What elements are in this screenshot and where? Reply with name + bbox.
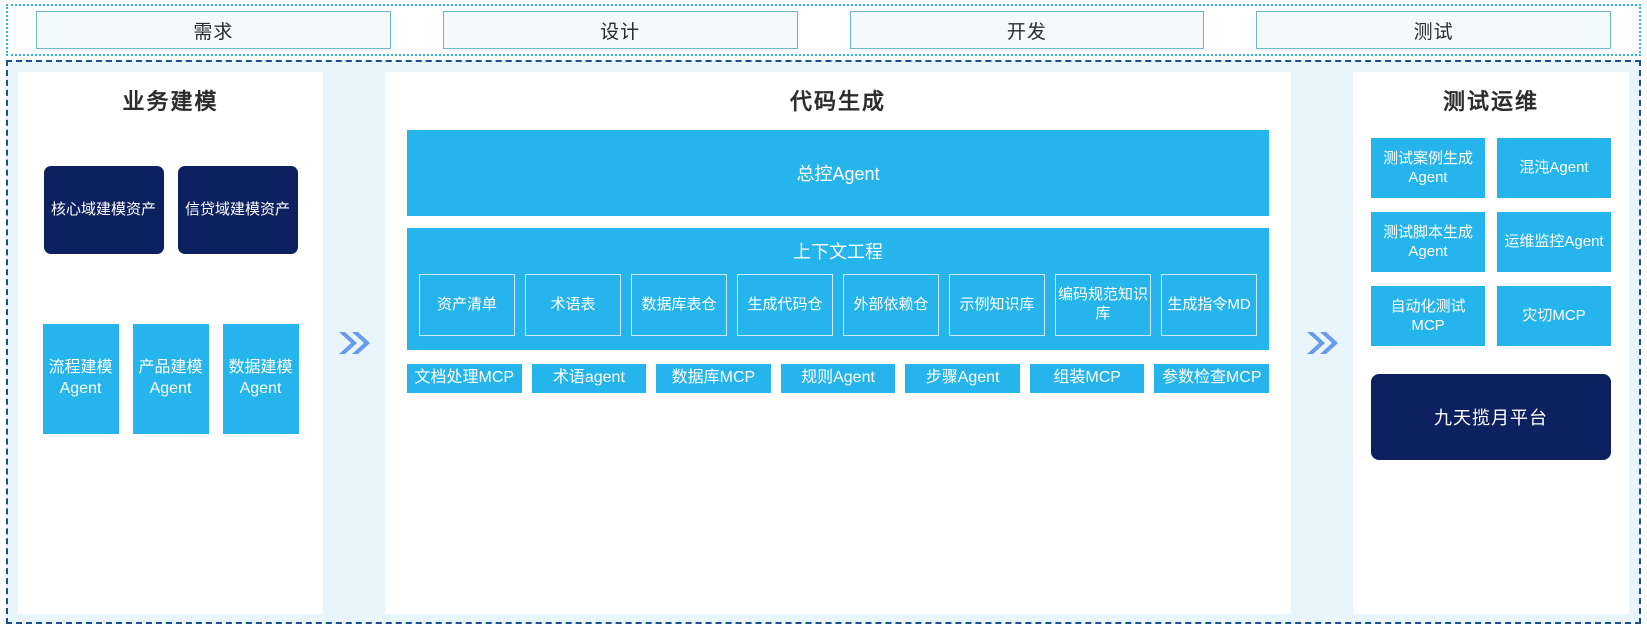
flow-arrow-left <box>323 72 385 614</box>
phase-box-requirements[interactable]: 需求 <box>36 11 391 49</box>
tool-card-glossary-agent[interactable]: 术语agent <box>531 364 647 393</box>
tool-card-row: 文档处理MCP 术语agent 数据库MCP 规则Agent 步骤Agent 组… <box>407 364 1270 393</box>
double-chevron-right-icon <box>339 332 370 354</box>
main-region: 业务建模 核心域建模资产 信贷域建模资产 流程建模Agent 产品建模Agent… <box>6 60 1641 624</box>
test-operations-grid: 测试案例生成Agent 混沌Agent 测试脚本生成Agent 运维监控Agen… <box>1371 138 1611 346</box>
business-modeling-body: 核心域建模资产 信贷域建模资产 流程建模Agent 产品建模Agent 数据建模… <box>18 122 323 434</box>
double-chevron-right-icon <box>1307 332 1338 354</box>
test-operations-body: 测试案例生成Agent 混沌Agent 测试脚本生成Agent 运维监控Agen… <box>1353 122 1629 460</box>
tool-card-assembly-mcp[interactable]: 组装MCP <box>1029 364 1145 393</box>
agent-card-product-modeling[interactable]: 产品建模Agent <box>132 324 209 434</box>
code-generation-body: 总控Agent 上下文工程 资产清单 术语表 数据库表仓 生成代码仓 外部依赖仓… <box>385 122 1291 407</box>
context-item-external-dep-repo[interactable]: 外部依赖仓 <box>843 274 939 336</box>
phase-strip: 需求 设计 开发 测试 <box>6 4 1641 56</box>
test-ops-row: 测试案例生成Agent 混沌Agent <box>1371 138 1611 198</box>
phase-box-testing[interactable]: 测试 <box>1256 11 1611 49</box>
phase-label: 需求 <box>193 21 234 43</box>
agent-card-process-modeling[interactable]: 流程建模Agent <box>42 324 119 434</box>
phase-label: 开发 <box>1006 21 1047 43</box>
phase-label: 测试 <box>1413 21 1454 43</box>
master-control-agent-bar[interactable]: 总控Agent <box>407 130 1269 216</box>
context-item-asset-list[interactable]: 资产清单 <box>419 274 515 336</box>
panel-title-business-modeling: 业务建模 <box>122 89 219 114</box>
asset-card-row: 核心域建模资产 信贷域建模资产 <box>40 166 301 254</box>
context-item-generated-code-repo[interactable]: 生成代码仓 <box>737 274 833 336</box>
card-jiutian-lanyue-platform[interactable]: 九天揽月平台 <box>1371 374 1611 460</box>
panel-test-operations: 测试运维 测试案例生成Agent 混沌Agent 测试脚本生成Agent 运维监… <box>1353 72 1629 614</box>
asset-card-credit-domain[interactable]: 信贷域建模资产 <box>177 166 298 254</box>
card-test-case-generation-agent[interactable]: 测试案例生成Agent <box>1371 138 1485 198</box>
context-item-coding-standard-kb[interactable]: 编码规范知识库 <box>1055 274 1151 336</box>
context-item-row: 资产清单 术语表 数据库表仓 生成代码仓 外部依赖仓 示例知识库 编码规范知识库… <box>419 274 1257 336</box>
context-item-glossary[interactable]: 术语表 <box>525 274 621 336</box>
context-engineering-title: 上下文工程 <box>793 242 883 262</box>
test-ops-row: 测试脚本生成Agent 运维监控Agent <box>1371 212 1611 272</box>
card-test-script-generation-agent[interactable]: 测试脚本生成Agent <box>1371 212 1485 272</box>
panel-title-code-generation: 代码生成 <box>789 89 886 114</box>
card-disaster-switch-mcp[interactable]: 灾切MCP <box>1497 286 1611 346</box>
modeling-agent-row: 流程建模Agent 产品建模Agent 数据建模Agent <box>40 324 301 434</box>
phase-box-development[interactable]: 开发 <box>849 11 1205 49</box>
card-chaos-agent[interactable]: 混沌Agent <box>1497 138 1611 198</box>
panel-business-modeling: 业务建模 核心域建模资产 信贷域建模资产 流程建模Agent 产品建模Agent… <box>18 72 323 614</box>
flow-arrow-right <box>1291 72 1353 614</box>
tool-card-document-processing-mcp[interactable]: 文档处理MCP <box>407 364 522 393</box>
agent-card-data-modeling[interactable]: 数据建模Agent <box>222 324 299 434</box>
phase-label: 设计 <box>600 21 641 43</box>
panel-title-test-operations: 测试运维 <box>1442 89 1539 114</box>
test-ops-row: 自动化测试MCP 灾切MCP <box>1371 286 1611 346</box>
context-item-generation-instruction-md[interactable]: 生成指令MD <box>1161 274 1257 336</box>
tool-card-step-agent[interactable]: 步骤Agent <box>905 364 1020 393</box>
phase-box-design[interactable]: 设计 <box>442 11 798 49</box>
asset-card-core-domain[interactable]: 核心域建模资产 <box>43 166 164 254</box>
card-automated-testing-mcp[interactable]: 自动化测试MCP <box>1371 286 1485 346</box>
context-item-db-table-repo[interactable]: 数据库表仓 <box>631 274 727 336</box>
tool-card-parameter-check-mcp[interactable]: 参数检查MCP <box>1154 364 1270 393</box>
tool-card-database-mcp[interactable]: 数据库MCP <box>656 364 771 393</box>
context-item-example-kb[interactable]: 示例知识库 <box>949 274 1045 336</box>
panel-code-generation: 代码生成 总控Agent 上下文工程 资产清单 术语表 数据库表仓 生成代码仓 … <box>385 72 1291 614</box>
card-ops-monitoring-agent[interactable]: 运维监控Agent <box>1497 212 1611 272</box>
tool-card-rule-agent[interactable]: 规则Agent <box>780 364 896 393</box>
context-engineering-block: 上下文工程 资产清单 术语表 数据库表仓 生成代码仓 外部依赖仓 示例知识库 编… <box>407 228 1269 350</box>
